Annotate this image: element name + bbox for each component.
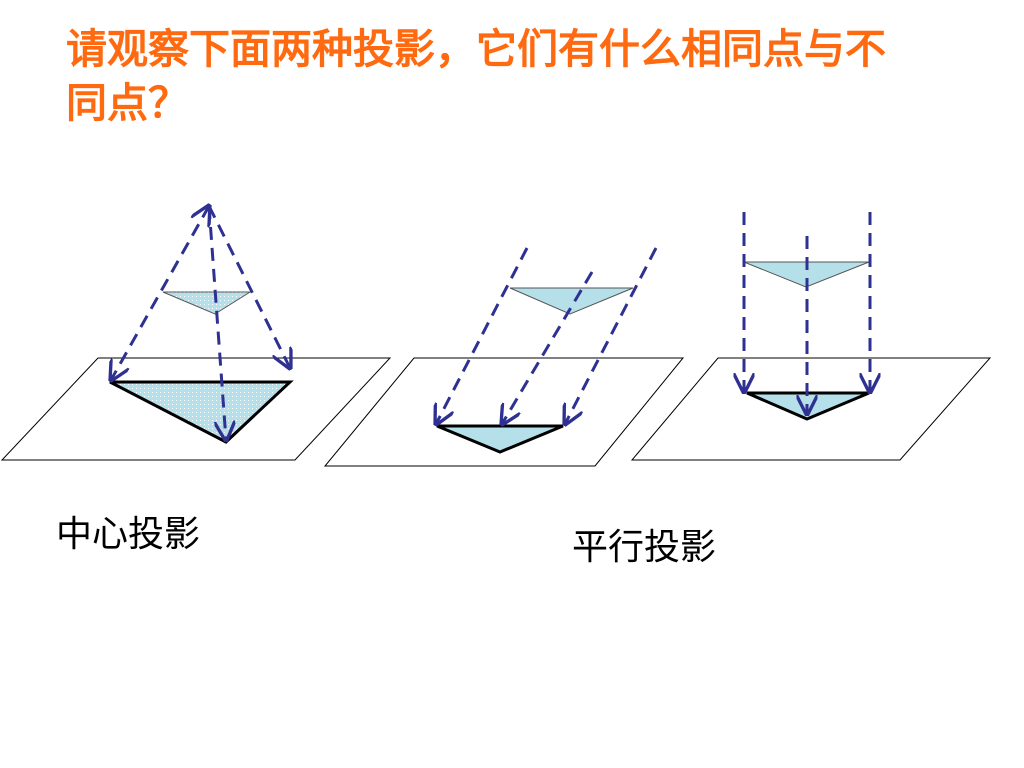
object-triangle-oblique bbox=[509, 287, 634, 315]
caption-central-projection: 中心投影 bbox=[56, 514, 201, 555]
oblique-parallel-projection-figure bbox=[323, 247, 685, 467]
central-projection-figure bbox=[0, 205, 392, 461]
parallel-ray-1 bbox=[436, 247, 529, 424]
orthographic-projection-figure bbox=[630, 212, 992, 461]
question-title: 请观察下面两种投影，它们有什么相同点与不同点？ bbox=[66, 25, 886, 127]
light-ray-right bbox=[207, 205, 290, 368]
caption-parallel-projection: 平行投影 bbox=[572, 527, 717, 568]
light-ray-center bbox=[207, 205, 226, 440]
object-triangle-central bbox=[162, 291, 252, 315]
parallel-ray-2 bbox=[502, 271, 594, 424]
light-ray-left bbox=[111, 206, 209, 380]
parallel-ray-3 bbox=[565, 247, 658, 424]
